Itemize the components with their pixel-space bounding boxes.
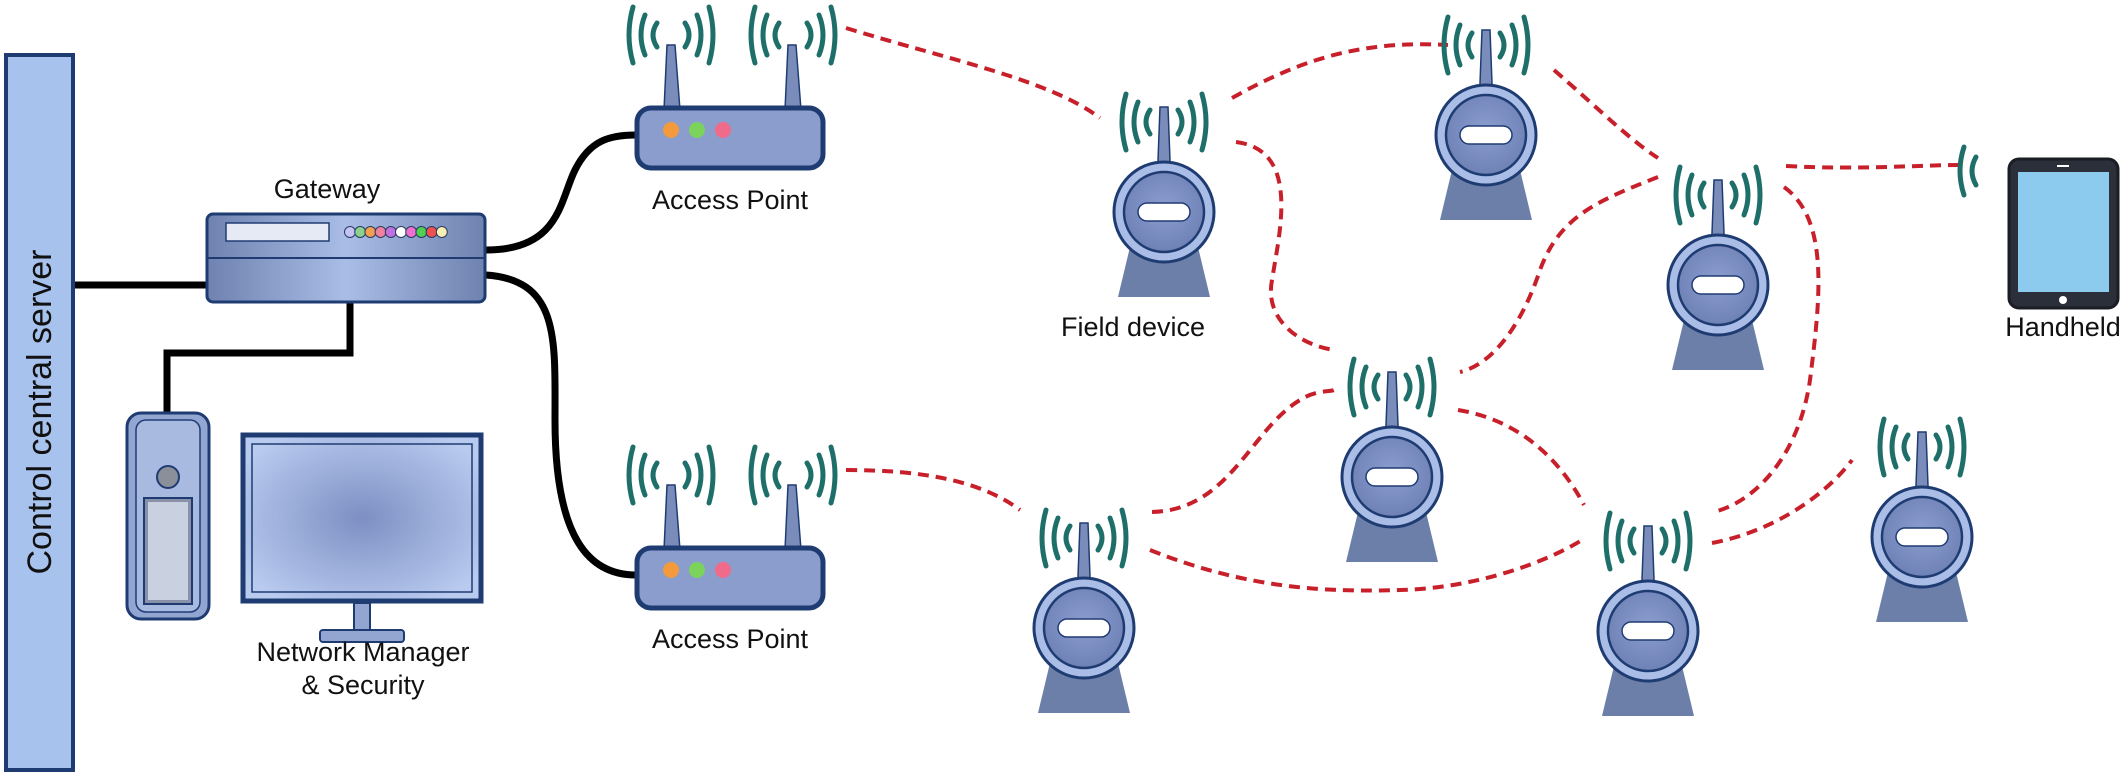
field-device-6 bbox=[1596, 510, 1700, 716]
link-fd1-fd2 bbox=[1231, 42, 1449, 100]
wireless-signal-icon bbox=[1347, 356, 1437, 418]
status-led bbox=[689, 562, 705, 578]
wireless-transmitter-icon bbox=[1870, 431, 1974, 622]
status-led bbox=[384, 226, 397, 238]
status-led bbox=[354, 226, 367, 238]
status-led bbox=[715, 562, 731, 578]
status-led bbox=[715, 122, 731, 138]
status-led bbox=[364, 226, 377, 238]
access-point-1 bbox=[626, 4, 838, 171]
wireless-signal-icon bbox=[1957, 144, 1979, 198]
status-led bbox=[689, 122, 705, 138]
handheld: Handheld bbox=[1957, 144, 2121, 342]
status-led bbox=[395, 226, 407, 238]
link-fd4-fd6 bbox=[1457, 408, 1586, 506]
status-led bbox=[425, 226, 438, 238]
gateway-label: Gateway bbox=[274, 174, 381, 204]
router-icon bbox=[634, 484, 826, 611]
status-led bbox=[663, 562, 679, 578]
gateway-status-leds bbox=[344, 226, 448, 238]
link-ap2-fd5 bbox=[845, 468, 1022, 512]
wireless-links bbox=[845, 26, 1961, 593]
link-fd3-fd4 bbox=[1459, 175, 1659, 374]
field-device-2 bbox=[1434, 14, 1538, 220]
wireless-signal-icon bbox=[1603, 510, 1693, 572]
control-central-server: Control central server bbox=[4, 53, 75, 772]
wireless-signal-icon bbox=[1039, 507, 1129, 569]
wireless-signal-icon bbox=[626, 444, 716, 506]
wireless-transmitter-icon bbox=[1666, 179, 1770, 370]
server-label: Control central server bbox=[21, 249, 59, 574]
access-point-1-label: Access Point bbox=[652, 185, 809, 215]
field-device-7 bbox=[1870, 416, 1974, 622]
access-point-2-label: Access Point bbox=[652, 624, 809, 654]
wireless-signal-icon bbox=[748, 4, 838, 66]
tablet-icon bbox=[2007, 157, 2120, 310]
wireless-transmitter-icon bbox=[1340, 371, 1444, 562]
wireless-transmitter-icon bbox=[1032, 522, 1136, 713]
wireless-transmitter-icon bbox=[1596, 525, 1700, 716]
field-device-3 bbox=[1666, 164, 1770, 370]
status-led bbox=[344, 226, 356, 238]
handheld-label: Handheld bbox=[2005, 312, 2121, 342]
wireless-signal-icon bbox=[1441, 14, 1531, 76]
network-manager-label-line2: & Security bbox=[301, 670, 425, 700]
field-device-5 bbox=[1032, 507, 1136, 713]
status-led bbox=[374, 226, 387, 238]
gateway-computer-link bbox=[163, 303, 354, 415]
field-device-1 bbox=[1112, 91, 1216, 297]
monitor-icon bbox=[240, 432, 484, 643]
wireless-transmitter-icon bbox=[1434, 29, 1538, 220]
gateway-ap2-link bbox=[485, 271, 637, 579]
wireless-signal-icon bbox=[626, 4, 716, 66]
link-ap1-fd1 bbox=[845, 26, 1102, 120]
field-device-label: Field device bbox=[1061, 312, 1205, 342]
link-fd5-fd4 bbox=[1151, 388, 1335, 514]
wireless-signal-icon bbox=[748, 444, 838, 506]
wired-links bbox=[73, 131, 637, 579]
wireless-signal-icon bbox=[1877, 416, 1967, 478]
router-icon bbox=[634, 44, 826, 171]
wireless-signal-icon bbox=[1673, 164, 1763, 226]
wireless-transmitter-icon bbox=[1112, 106, 1216, 297]
link-fd2-fd3 bbox=[1552, 68, 1660, 160]
link-fd3-handheld bbox=[1785, 163, 1961, 170]
field-device-4 bbox=[1340, 356, 1444, 562]
gateway-ap1-link bbox=[485, 131, 637, 254]
server-bar bbox=[4, 53, 75, 772]
network-manager-label-line1: Network Manager bbox=[256, 637, 469, 667]
link-fd3-fd6 bbox=[1713, 185, 1821, 514]
status-led bbox=[405, 226, 418, 238]
gateway: Gateway bbox=[205, 174, 487, 304]
link-fd6-fd7 bbox=[1711, 458, 1854, 545]
access-point-2 bbox=[626, 444, 838, 611]
link-fd1-fd4 bbox=[1235, 140, 1335, 352]
status-led bbox=[415, 226, 428, 238]
status-led bbox=[435, 226, 448, 238]
wireless-signal-icon bbox=[1119, 91, 1209, 153]
status-led bbox=[663, 122, 679, 138]
computer-tower-icon bbox=[125, 411, 211, 621]
